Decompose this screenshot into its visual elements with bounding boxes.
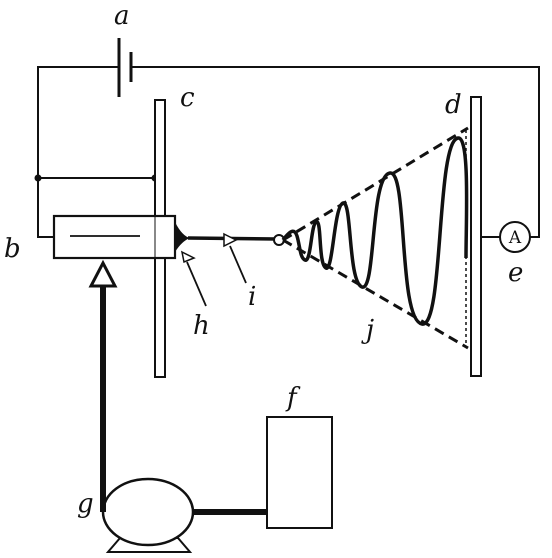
label-a: a (114, 1, 130, 31)
jet-bead (273, 234, 285, 246)
label-i: i (248, 282, 256, 312)
pump-body (101, 477, 195, 547)
label-j: j (361, 315, 374, 345)
top-left-wire (37, 66, 119, 238)
leader-h (186, 261, 207, 307)
pump (101, 477, 195, 553)
circuit-wires (37, 66, 540, 238)
feed-arrowhead (88, 259, 118, 288)
taylor-cone (175, 222, 190, 252)
envelope-upper (282, 126, 469, 242)
label-f: f (285, 383, 301, 413)
label-g: g (77, 489, 94, 519)
label-h: h (193, 311, 210, 341)
junction-dot-left (34, 174, 42, 182)
ammeter: A (499, 221, 531, 253)
collector-plate-d (470, 96, 482, 377)
controller-f (266, 416, 333, 529)
cone-pointer-h (180, 250, 196, 264)
ammeter-circle (499, 221, 531, 253)
label-d: d (445, 90, 462, 120)
battery (117, 38, 133, 97)
envelope-lower (282, 238, 469, 350)
ammeter-symbol: A (508, 228, 522, 248)
label-e: e (508, 258, 523, 288)
label-c: c (180, 83, 195, 113)
syringe (52, 214, 177, 260)
syringe-barrel (52, 214, 177, 260)
jet-pointer-i (223, 232, 238, 248)
leader-i (229, 245, 247, 284)
label-b: b (4, 234, 21, 264)
top-right-wire (131, 66, 540, 238)
whipping-jet (281, 136, 469, 326)
